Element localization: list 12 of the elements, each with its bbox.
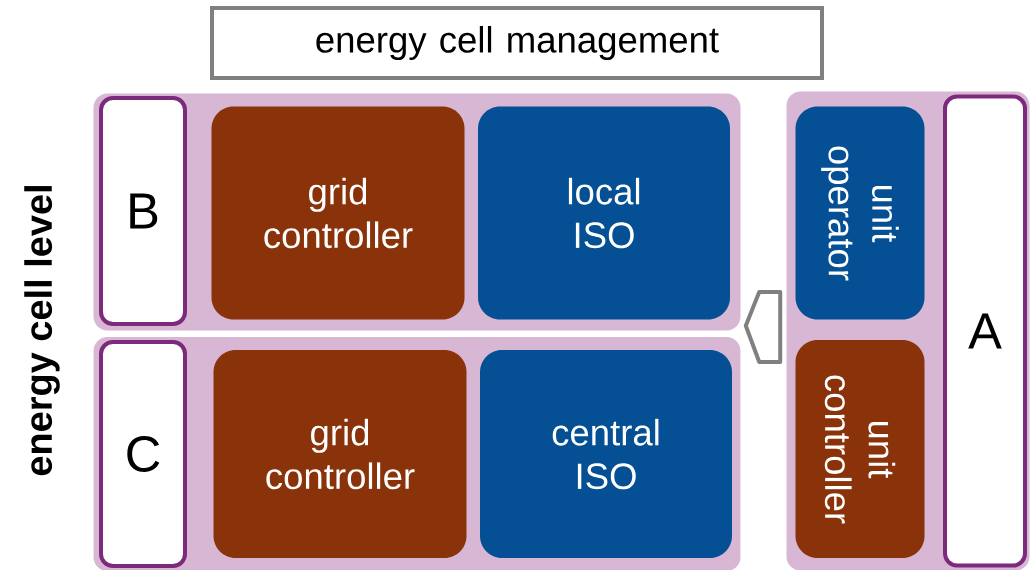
controller-box: grid controller: [211, 106, 465, 320]
iso-box: central ISO: [480, 350, 732, 558]
letter-box: C: [99, 340, 187, 568]
letter-box: B: [99, 96, 187, 326]
arrow: [743, 290, 783, 364]
controller-box: unit controller: [795, 340, 925, 558]
letter-box: A: [943, 94, 1027, 568]
iso-box: local ISO: [478, 106, 730, 320]
management-box: energy cell management: [210, 6, 824, 80]
side-label: energy cell level: [24, 186, 60, 476]
controller-box: grid controller: [213, 350, 467, 558]
operator-box: unit operator: [795, 106, 925, 320]
